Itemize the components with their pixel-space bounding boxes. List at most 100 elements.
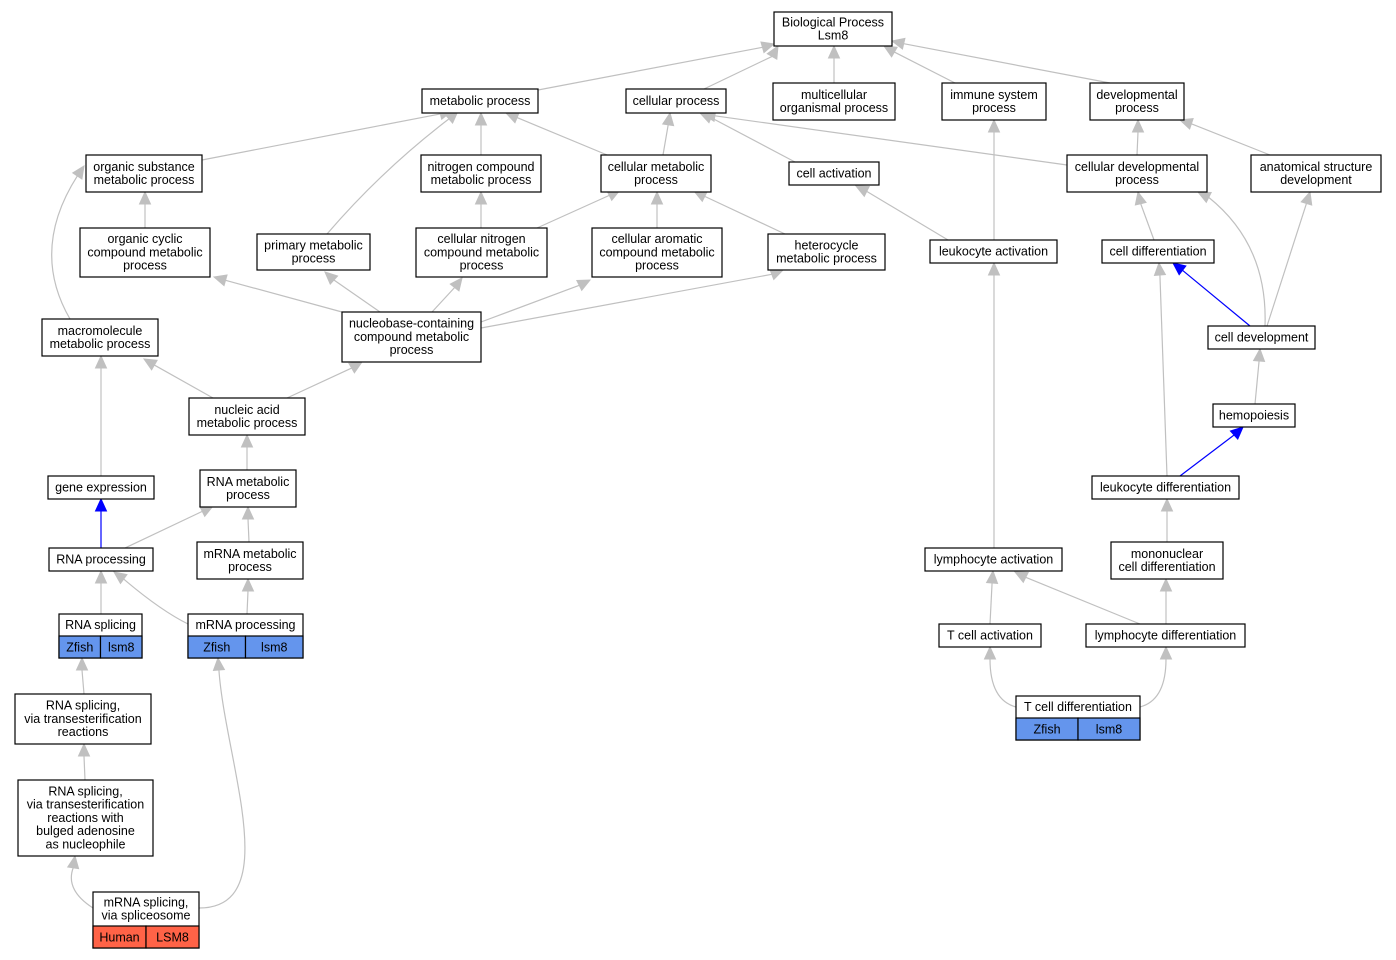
node-box — [941, 82, 1047, 121]
node-box — [17, 779, 154, 857]
node-cellular[interactable]: cellular process — [625, 88, 727, 114]
node-cell-activation[interactable]: cell activation — [788, 161, 880, 186]
edge-e-nucleo-hetero — [480, 268, 785, 329]
arrowhead — [113, 571, 128, 585]
node-box — [47, 475, 155, 500]
arrowhead — [1196, 191, 1212, 204]
node-gene-expr[interactable]: gene expression — [47, 475, 155, 500]
edge-line — [1208, 196, 1266, 327]
edge-e-cellnitro-nitro — [474, 190, 488, 228]
node-metabolic[interactable]: metabolic process — [421, 88, 539, 114]
node-label-line: process — [390, 343, 434, 357]
arrowhead — [1013, 571, 1029, 584]
node-box — [79, 227, 211, 278]
node-rna-proc[interactable]: RNA processing — [48, 547, 154, 572]
node-rna-splicing-trans[interactable]: RNA splicing,via transesterificationreac… — [14, 693, 152, 745]
arrowhead — [1229, 426, 1244, 441]
edge-e-celldev-develop — [1131, 118, 1145, 156]
node-label-line: organic substance — [93, 160, 195, 174]
edge-e-mrnamet-rnamet — [241, 505, 255, 543]
edge-e-mrnasplice-mrnaproc — [198, 656, 246, 909]
edge-e-bulged-trans — [77, 742, 91, 781]
node-lymph-diff[interactable]: lymphocyte differentiation — [1085, 623, 1246, 648]
arrowhead — [77, 742, 91, 757]
node-label-line: cellular process — [633, 94, 720, 108]
arrowhead — [987, 118, 1001, 133]
node-box — [767, 233, 886, 271]
edge-line — [480, 284, 580, 323]
node-label-line: via transesterification — [24, 712, 141, 726]
node-leuk-activation[interactable]: leukocyte activation — [929, 239, 1058, 264]
edge-e-mrnasplice-bulged — [66, 854, 94, 909]
edge-line — [662, 124, 669, 156]
arrowhead — [75, 656, 89, 671]
arrowhead — [449, 277, 463, 292]
edge-e-anat-develop — [1178, 117, 1271, 156]
node-lymph-activation[interactable]: lymphocyte activation — [924, 547, 1063, 572]
node-label-line: bulged adenosine — [36, 824, 135, 838]
node-hemopoiesis[interactable]: hemopoiesis — [1212, 403, 1296, 428]
node-cell-development[interactable]: cell development — [1207, 325, 1316, 350]
arrowhead — [987, 261, 1001, 276]
arrowhead — [94, 569, 108, 584]
node-label-line: compound metabolic — [424, 245, 539, 259]
arrowhead — [212, 274, 228, 287]
annotation-cell — [1077, 717, 1141, 741]
node-leuk-diff[interactable]: leukocyte differentiation — [1091, 475, 1240, 500]
edge-e-lymphdiff-mono — [1159, 577, 1173, 624]
edge-e-celldevmt-celldiff — [1172, 262, 1251, 327]
node-rna-splicing-bulged[interactable]: RNA splicing,via transesterificationreac… — [17, 779, 154, 857]
node-label-line: RNA splicing, — [48, 785, 122, 799]
node-box — [196, 541, 304, 580]
node-cell-diff[interactable]: cell differentiation — [1101, 239, 1215, 264]
node-box — [1207, 325, 1316, 350]
edge-line — [1159, 274, 1168, 477]
edge-line — [1140, 203, 1155, 241]
arrowhead — [576, 279, 592, 292]
node-label-line: multicellular — [801, 88, 867, 102]
edge-e-nucacid-nucleo — [286, 361, 364, 399]
edge-line — [710, 117, 796, 163]
node-label-line: immune system — [950, 88, 1038, 102]
edge-e-tcelldiff-tcellact — [983, 645, 1017, 708]
arrowhead — [1160, 497, 1174, 512]
node-label-line: T cell activation — [947, 628, 1033, 642]
arrowhead — [650, 190, 664, 205]
node-tcell-activation[interactable]: T cell activation — [938, 623, 1042, 648]
edge-e-gene-macro — [94, 354, 108, 476]
node-box — [415, 227, 548, 278]
node-label-line: developmental — [1096, 88, 1177, 102]
edge-line — [1182, 269, 1251, 327]
edge-e-leukdiff-hemo — [1179, 426, 1244, 477]
node-label-line: cell development — [1215, 330, 1309, 344]
node-label-line: nucleic acid — [214, 403, 279, 417]
node-label-line: nitrogen compound — [427, 160, 534, 174]
edge-e-tcellact-lymphact — [985, 569, 999, 625]
arrowhead — [769, 268, 785, 281]
node-box — [772, 82, 896, 121]
